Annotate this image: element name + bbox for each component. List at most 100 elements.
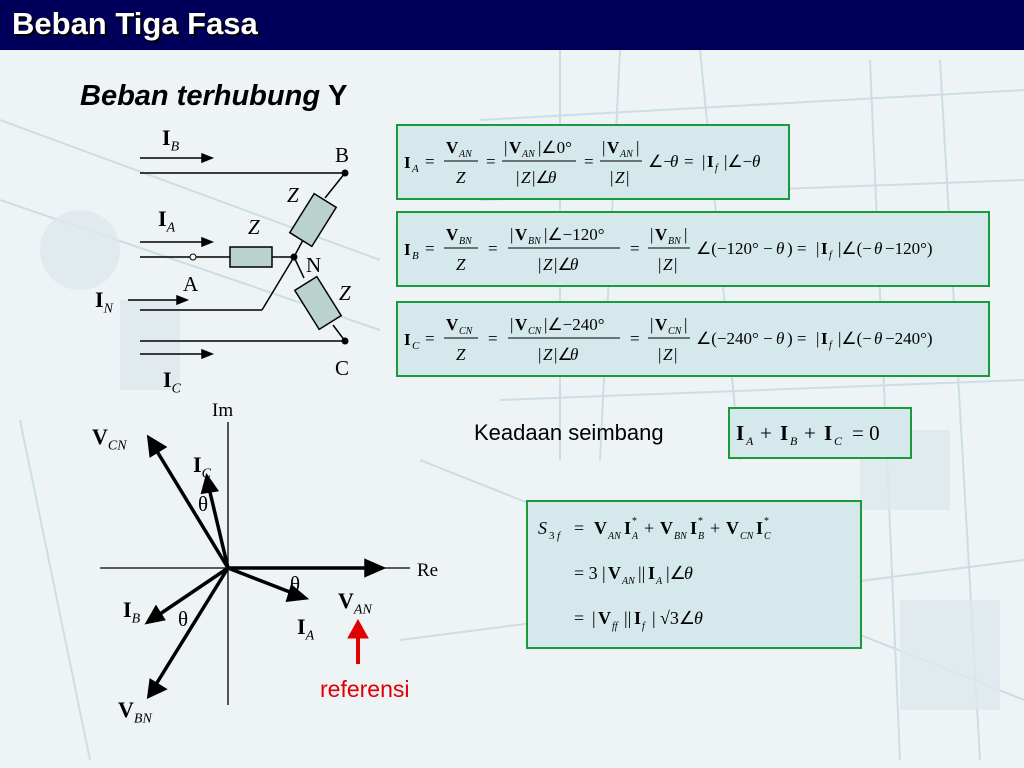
svg-text:θ: θ <box>570 255 578 274</box>
svg-text:|: | <box>516 168 519 187</box>
svg-text:θ: θ <box>776 329 784 348</box>
svg-text:ff: ff <box>612 621 619 632</box>
svg-text:A: A <box>745 434 754 448</box>
svg-text:|: | <box>610 168 613 187</box>
impedance-b <box>288 192 338 248</box>
svg-text:I: I <box>824 421 832 445</box>
node-n-dot <box>290 253 298 261</box>
svg-text:|: | <box>538 345 541 364</box>
svg-text:=: = <box>425 152 435 171</box>
svg-text:||: || <box>638 563 645 583</box>
svg-text:Z: Z <box>543 255 553 274</box>
svg-text:AN: AN <box>621 576 636 587</box>
svg-text:|: | <box>652 608 656 628</box>
svg-text:A: A <box>411 163 419 175</box>
node-a-dot <box>189 253 197 261</box>
svg-text:f: f <box>557 530 562 542</box>
svg-text:C: C <box>764 531 771 542</box>
label-v-an: VAN <box>338 588 372 618</box>
svg-text:θ: θ <box>570 345 578 364</box>
svg-text:=: = <box>425 329 435 348</box>
svg-text:∠(−240° −: ∠(−240° − <box>696 329 773 348</box>
svg-text:BN: BN <box>459 236 473 247</box>
svg-text:I: I <box>624 518 631 538</box>
svg-text:= 0: = 0 <box>852 421 880 445</box>
svg-text:V: V <box>608 563 621 583</box>
theta-label-a: θ <box>290 572 301 596</box>
subtitle-text: Beban terhubung <box>80 80 321 112</box>
keadaan-seimbang-label: Keadaan seimbang <box>474 420 664 445</box>
svg-text:I: I <box>404 330 411 349</box>
svg-text:|: | <box>684 225 687 244</box>
svg-text:I: I <box>756 518 763 538</box>
svg-text:C: C <box>412 340 420 352</box>
label-phasor-i-b: IB <box>123 597 141 627</box>
svg-text:|: | <box>602 563 606 583</box>
impedance-a <box>229 246 273 268</box>
svg-text:|: | <box>538 255 541 274</box>
svg-text:|: | <box>602 138 605 157</box>
svg-text:+: + <box>804 421 816 445</box>
svg-text:=: = <box>584 152 594 171</box>
svg-text:|: | <box>592 608 596 628</box>
section-subtitle: Beban terhubung Y <box>80 80 347 113</box>
svg-text:I: I <box>690 518 697 538</box>
svg-text:V: V <box>594 518 607 538</box>
svg-text:V: V <box>446 315 459 334</box>
im-label: Im <box>212 400 234 421</box>
svg-text:|∠−240°: |∠−240° <box>544 315 605 334</box>
svg-text:=: = <box>630 329 640 348</box>
svg-text:Z: Z <box>521 168 531 187</box>
phasor-v-bn <box>153 567 230 687</box>
svg-text:I: I <box>634 608 641 628</box>
svg-text:|: | <box>510 225 513 244</box>
svg-text:Z: Z <box>663 255 673 274</box>
svg-text:θ: θ <box>548 168 556 187</box>
svg-text:|: | <box>626 168 629 187</box>
svg-text:I: I <box>707 152 714 171</box>
svg-text:||: || <box>624 608 631 628</box>
svg-text:+: + <box>710 518 720 538</box>
svg-text:CN: CN <box>528 326 543 337</box>
svg-text:A: A <box>631 531 639 542</box>
label-v-cn: VCN <box>92 424 127 454</box>
svg-text:I: I <box>404 240 411 259</box>
node-n-label: N <box>306 253 322 277</box>
svg-text:V: V <box>660 518 673 538</box>
node-b-label: B <box>335 143 350 167</box>
svg-text:|: | <box>650 315 653 334</box>
svg-text:I: I <box>821 329 828 348</box>
svg-text:I: I <box>736 421 744 445</box>
svg-text:|: | <box>658 345 661 364</box>
subtitle-y: Y <box>328 80 348 112</box>
svg-text:V: V <box>655 315 668 334</box>
referensi-label: referensi <box>320 676 410 702</box>
svg-text:Z: Z <box>456 255 466 274</box>
svg-text:AN: AN <box>607 531 622 542</box>
svg-text:|: | <box>504 138 507 157</box>
svg-text:|∠: |∠ <box>554 255 573 274</box>
svg-text:=: = <box>425 239 435 258</box>
label-i-b: IB <box>162 125 180 155</box>
svg-text:I: I <box>404 153 411 172</box>
svg-text:I: I <box>648 563 655 583</box>
svg-text:V: V <box>598 608 611 628</box>
svg-text:f: f <box>829 340 833 351</box>
node-a-label: A <box>183 272 199 296</box>
svg-text:|: | <box>684 315 687 334</box>
svg-text:V: V <box>446 225 459 244</box>
svg-text:B: B <box>698 531 704 542</box>
svg-text:= 3: = 3 <box>574 563 598 583</box>
svg-text:|: | <box>636 138 639 157</box>
svg-text:V: V <box>726 518 739 538</box>
node-c-dot <box>341 337 349 345</box>
svg-text:V: V <box>515 225 528 244</box>
svg-text:3: 3 <box>549 530 555 542</box>
